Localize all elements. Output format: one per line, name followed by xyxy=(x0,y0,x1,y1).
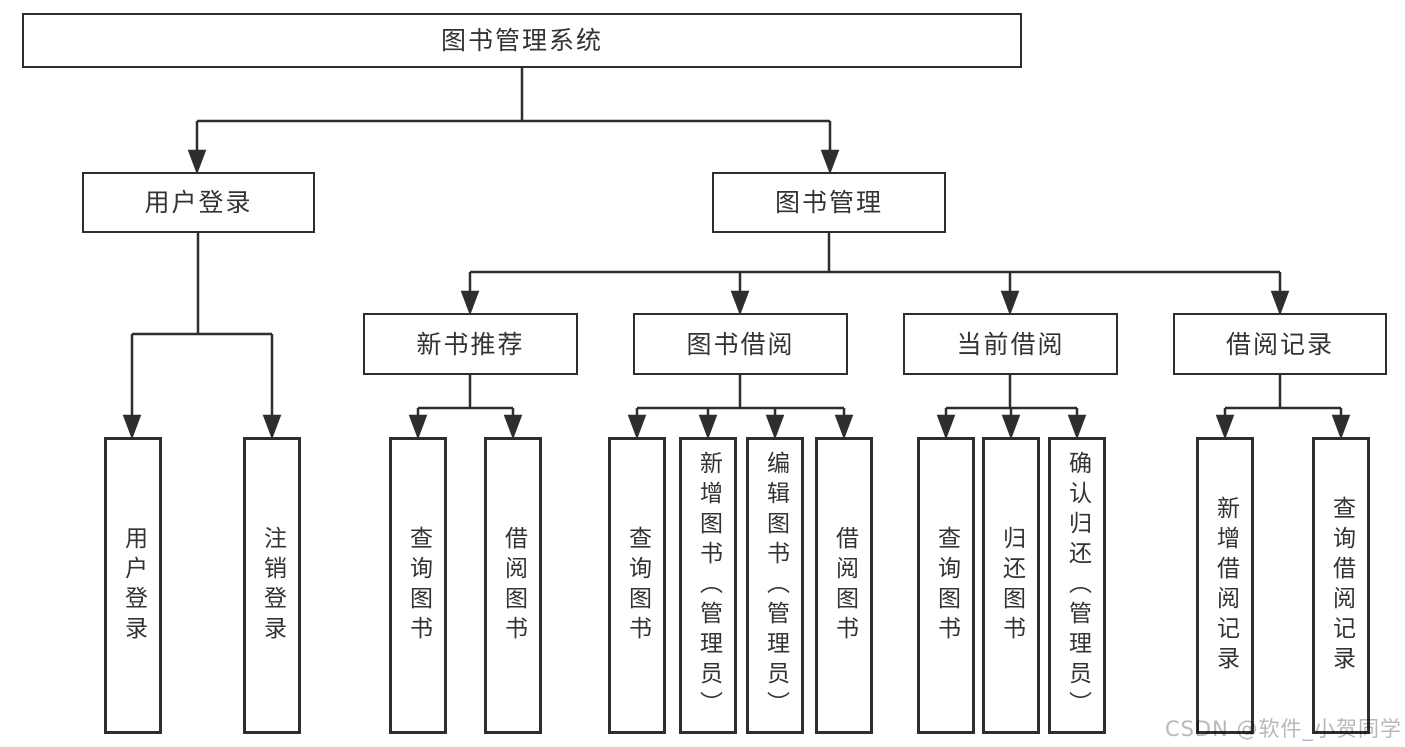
node-user-login: 用户登录 xyxy=(82,172,315,233)
leaf-query-borrow-record: 查询借阅记录 xyxy=(1312,437,1370,734)
leaf-borrow-query-books-label: 查询图书 xyxy=(624,525,651,646)
watermark: CSDN @软件_小贺同学 xyxy=(1164,717,1402,741)
leaf-edit-books-admin-label: 编辑图书（管理员） xyxy=(762,450,789,721)
leaf-newbook-query-books-label: 查询图书 xyxy=(405,525,432,646)
leaf-newbook-borrow-books-label: 借阅图书 xyxy=(500,525,527,646)
leaf-add-borrow-record: 新增借阅记录 xyxy=(1196,437,1254,734)
leaf-logout: 注销登录 xyxy=(243,437,301,734)
node-book-management: 图书管理 xyxy=(712,172,946,233)
node-root-label: 图书管理系统 xyxy=(440,26,603,55)
node-book-borrowing-label: 图书借阅 xyxy=(686,329,795,359)
leaf-newbook-query-books: 查询图书 xyxy=(389,437,447,734)
leaf-newbook-borrow-books: 借阅图书 xyxy=(484,437,542,734)
connector-book-borrow-to-leaves xyxy=(627,375,854,440)
leaf-add-borrow-record-label: 新增借阅记录 xyxy=(1212,495,1239,676)
connector-root-to-level2 xyxy=(187,68,840,175)
leaf-borrow-borrow-books-label: 借阅图书 xyxy=(831,525,858,646)
leaf-current-query-books-label: 查询图书 xyxy=(933,525,960,646)
node-user-login-label: 用户登录 xyxy=(144,188,253,217)
connector-user-login-to-leaves xyxy=(122,233,282,440)
connector-borrow-records-to-leaves xyxy=(1215,375,1351,440)
node-book-management-label: 图书管理 xyxy=(774,188,883,217)
leaf-add-books-admin-label: 新增图书（管理员） xyxy=(695,450,722,721)
leaf-return-books: 归还图书 xyxy=(982,437,1040,734)
leaf-confirm-return-admin: 确认归还（管理员） xyxy=(1048,437,1106,734)
leaf-borrow-borrow-books: 借阅图书 xyxy=(815,437,873,734)
leaf-user-login-label: 用户登录 xyxy=(120,525,147,646)
node-current-borrowing-label: 当前借阅 xyxy=(956,329,1065,359)
leaf-confirm-return-admin-label: 确认归还（管理员） xyxy=(1064,450,1091,721)
leaf-return-books-label: 归还图书 xyxy=(998,525,1025,646)
leaf-borrow-query-books: 查询图书 xyxy=(608,437,666,734)
node-book-borrowing: 图书借阅 xyxy=(633,313,848,375)
node-new-book-recommendation-label: 新书推荐 xyxy=(416,329,525,359)
connector-current-borrow-to-leaves xyxy=(936,375,1087,440)
leaf-user-login: 用户登录 xyxy=(104,437,162,734)
node-new-book-recommendation: 新书推荐 xyxy=(363,313,578,375)
node-borrowing-records-label: 借阅记录 xyxy=(1225,329,1334,359)
node-current-borrowing: 当前借阅 xyxy=(903,313,1118,375)
connector-new-book-to-leaves xyxy=(408,375,523,440)
node-root: 图书管理系统 xyxy=(22,13,1022,68)
leaf-add-books-admin: 新增图书（管理员） xyxy=(679,437,737,734)
leaf-edit-books-admin: 编辑图书（管理员） xyxy=(746,437,804,734)
leaf-query-borrow-record-label: 查询借阅记录 xyxy=(1328,495,1355,676)
node-borrowing-records: 借阅记录 xyxy=(1173,313,1387,375)
connector-book-mgmt-to-level3 xyxy=(460,233,1290,316)
leaf-current-query-books: 查询图书 xyxy=(917,437,975,734)
leaf-logout-label: 注销登录 xyxy=(259,525,286,646)
